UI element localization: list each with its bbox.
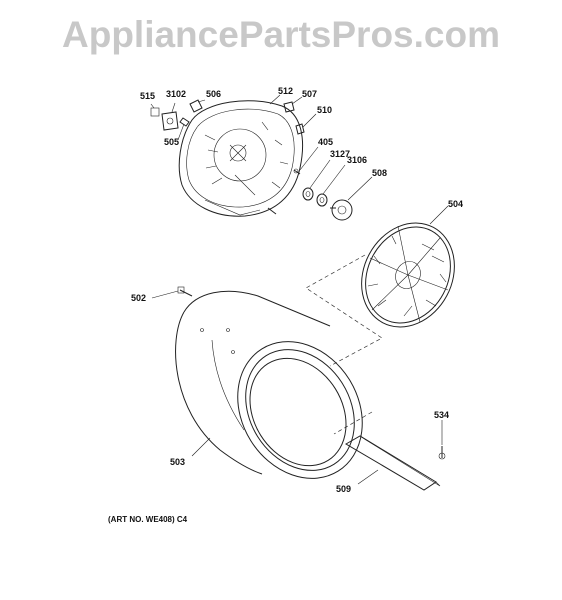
callout-3102: 3102 [166,89,186,99]
callout-515: 515 [140,91,155,101]
callout-503: 503 [170,457,185,467]
callout-502: 502 [131,293,146,303]
leader-lines [150,94,449,485]
thermostat-3102 [161,111,179,131]
spacer-3106 [316,193,328,207]
callout-3127: 3127 [330,149,350,159]
washer-3127 [302,187,314,201]
callout-509: 509 [336,484,351,494]
callout-405: 405 [318,137,333,147]
callout-534: 534 [434,410,449,420]
drum-rear-head-504 [361,222,455,328]
screw-505 [179,117,190,127]
callout-512: 512 [278,86,293,96]
drum-slide-509 [345,435,441,491]
callout-504: 504 [448,199,463,209]
screw-bulkhead-bottom [267,207,277,215]
callout-505: 505 [164,137,179,147]
drum-503 [175,290,363,479]
art-number-label: (ART NO. WE408) C4 [108,515,188,524]
screw-502 [177,286,193,297]
screw-405 [293,168,301,175]
callout-510: 510 [317,105,332,115]
clip-507 [283,101,295,113]
callout-506: 506 [206,89,221,99]
screw-510 [295,123,305,135]
rear-bulkhead [178,100,303,217]
screw-534 [438,446,446,460]
watermark-logo: AppliancePartsPros.com [62,14,500,55]
callout-508: 508 [372,168,387,178]
bearing-506 [189,99,203,113]
guide-line-slide [333,411,373,435]
roller-508 [330,199,353,221]
callout-507: 507 [302,89,317,99]
callout-3106: 3106 [347,155,367,165]
bracket-515 [150,107,160,117]
guide-line-rear-head [305,254,383,367]
